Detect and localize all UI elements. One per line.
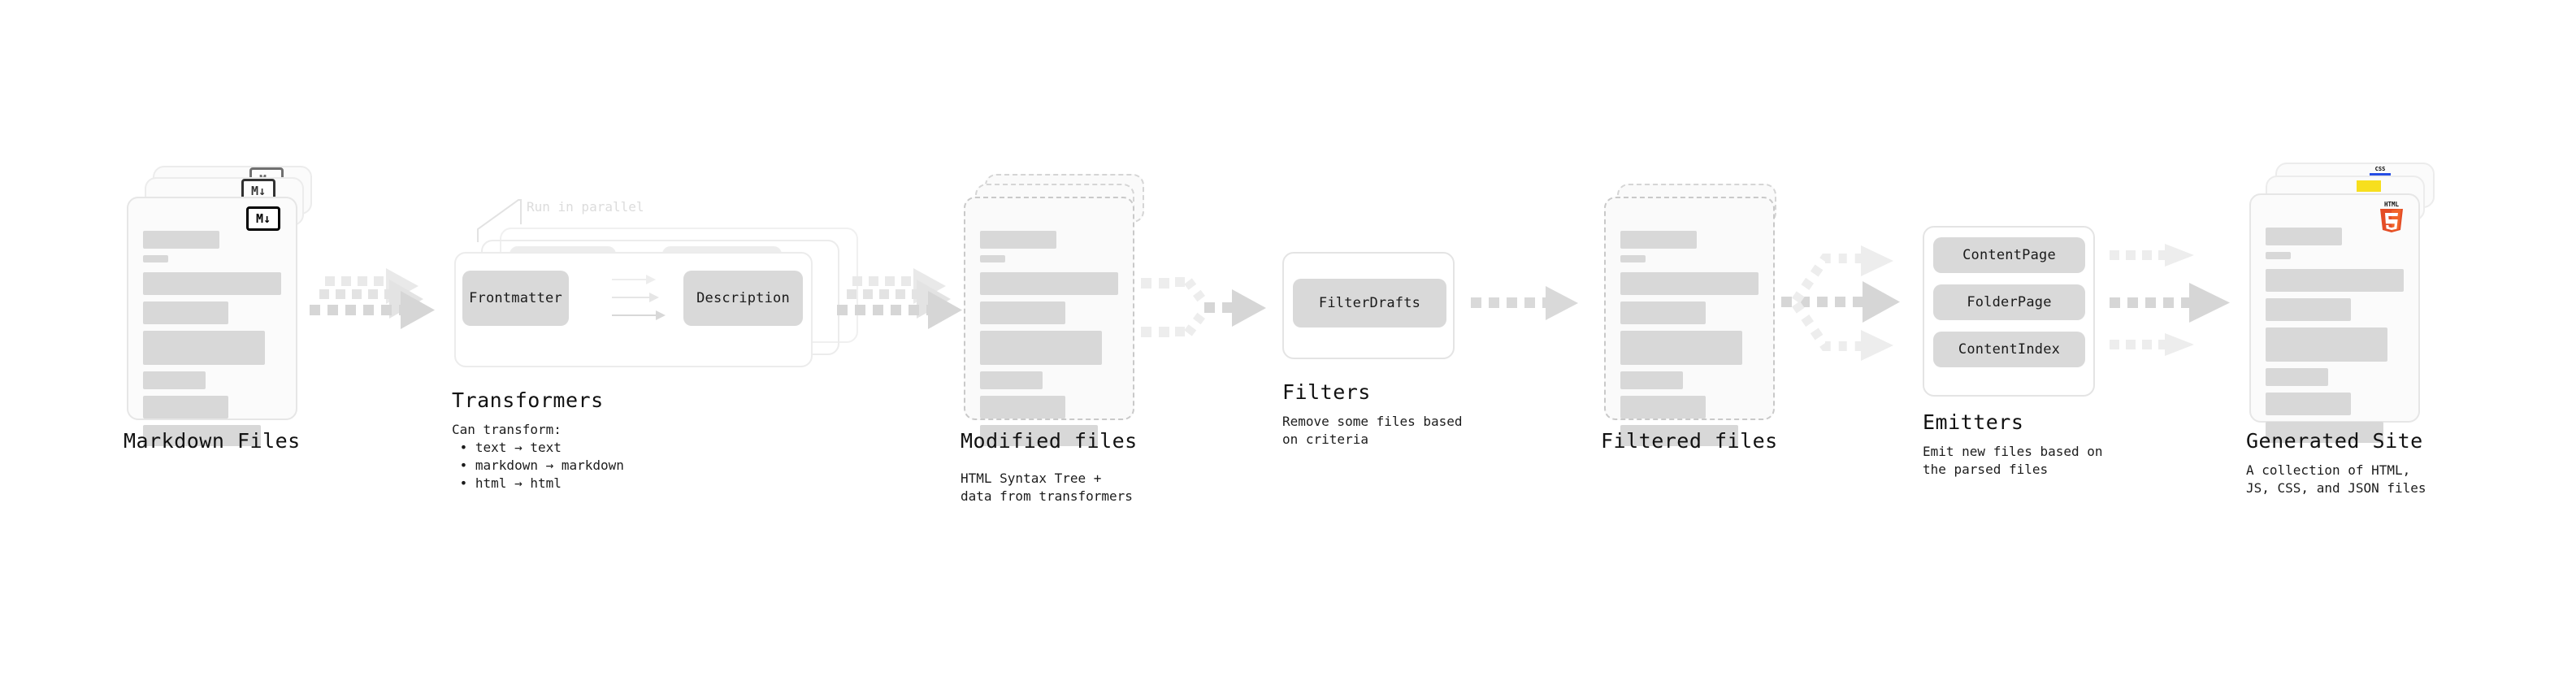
site-doc-lines — [2266, 228, 2404, 449]
filters-subtitle: Remove some files based on criteria — [1282, 414, 1463, 447]
transformer-inner-arrows — [612, 275, 666, 320]
html5-icon: HTML — [2380, 201, 2403, 232]
modified-files-subtitle: HTML Syntax Tree + data from transformer… — [961, 471, 1133, 504]
modified-files-title: Modified files — [961, 429, 1138, 453]
javascript-icon — [2357, 180, 2381, 192]
filtered-files-title: Filtered files — [1601, 429, 1778, 453]
arrow-emitters-to-site — [2110, 244, 2230, 356]
transformer-chip-frontmatter[interactable]: Frontmatter — [462, 271, 569, 326]
modified-doc-lines — [980, 231, 1118, 453]
filter-chip-filterdrafts[interactable]: FilterDrafts — [1293, 279, 1446, 327]
filtered-doc-lines — [1620, 231, 1759, 453]
modified-file-front — [964, 197, 1134, 446]
arrow-filtered-to-emitters — [1781, 245, 1900, 361]
transformers-subtitle: Can transform: • text → text • markdown … — [452, 422, 624, 491]
run-in-parallel-bracket — [477, 199, 522, 242]
markdown-doc-lines — [143, 231, 281, 453]
generated-site-title: Generated Site — [2246, 429, 2423, 453]
filters-title: Filters — [1282, 380, 1371, 404]
markdown-badge-front: M↓ — [246, 206, 280, 231]
emitters-title: Emitters — [1923, 410, 2024, 434]
run-in-parallel-label: Run in parallel — [527, 199, 644, 215]
css3-icon: CSS — [2370, 167, 2391, 176]
emitter-chip-folderpage[interactable]: FolderPage — [1933, 284, 2085, 320]
transformer-chip-description[interactable]: Description — [683, 271, 803, 326]
arrow-markdown-to-transformers — [310, 268, 435, 329]
generated-site-subtitle: A collection of HTML, JS, CSS, and JSON … — [2246, 462, 2426, 496]
transformers-title: Transformers — [452, 388, 604, 412]
filtered-file-front — [1604, 197, 1775, 446]
emitter-chip-contentpage[interactable]: ContentPage — [1933, 237, 2085, 273]
emitters-subtitle: Emit new files based on the parsed files — [1923, 444, 2103, 477]
arrow-transformers-to-modified — [837, 268, 962, 329]
arrow-filters-to-filtered — [1471, 286, 1578, 320]
markdown-file-front: M↓ — [127, 197, 297, 446]
emitter-chip-contentindex[interactable]: ContentIndex — [1933, 332, 2085, 367]
markdown-files-title: Markdown Files — [124, 429, 301, 453]
arrow-modified-to-filters — [1141, 277, 1266, 337]
svg-text:HTML: HTML — [2384, 201, 2400, 208]
